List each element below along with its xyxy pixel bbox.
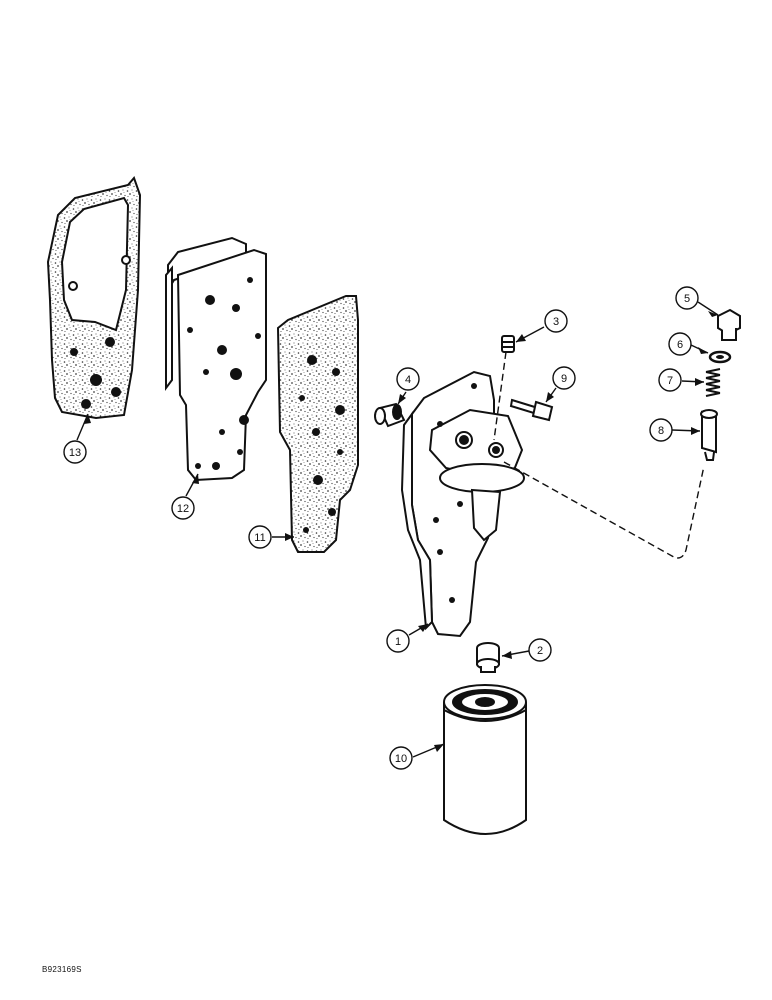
callout-badges: 13 12 11 1 2 10 4 3 [63,286,699,770]
washer-part-6 [708,350,732,364]
callout-5: 5 [675,286,699,310]
callout-3: 3 [544,309,568,333]
callout-1: 1 [386,629,410,653]
assembly-line-valve [503,461,705,559]
filter-head-1-neck [470,488,502,542]
svg-text:10: 10 [395,753,407,765]
callout-10: 10 [389,746,413,770]
figure-reference-code: B923169S [42,965,82,974]
assembly-lines [493,351,705,559]
gasket-13-window [60,196,130,332]
cap-plug-part-5 [717,308,741,341]
svg-text:11: 11 [254,532,265,544]
callout-11: 11 [248,525,272,549]
plug-part-3 [501,335,515,353]
callout-13: 13 [63,440,87,464]
cooler-core-12-side [165,265,173,391]
svg-text:2: 2 [537,645,543,657]
valve-part-4 [374,402,406,428]
cooler-core-part-12 [165,236,267,482]
callout-9: 9 [552,366,576,390]
svg-text:13: 13 [69,447,81,459]
callout-2: 2 [528,638,552,662]
spring-part-7 [705,368,721,397]
callout-12: 12 [171,496,195,520]
callouts [76,301,719,758]
callout-4: 4 [396,367,420,391]
nipple-part-2 [476,642,500,673]
gasket-part-13 [46,176,142,420]
assembly-line-plug [493,351,507,441]
oil-filter-10-body [443,702,527,835]
filter-head-1-mount [439,463,525,493]
svg-text:6: 6 [677,339,683,351]
filter-head-part-1 [400,370,525,638]
svg-text:9: 9 [561,373,567,385]
svg-text:8: 8 [658,425,664,437]
piston-part-8 [700,409,718,461]
callout-8: 8 [649,418,673,442]
callout-6: 6 [668,332,692,356]
svg-text:3: 3 [553,316,559,328]
gasket-11-outline [276,295,359,553]
svg-text:5: 5 [684,293,690,305]
filter-head-1-side [400,410,434,631]
oil-filter-part-10 [443,684,527,835]
callout-7: 7 [658,368,682,392]
bolt-part-9 [509,398,554,422]
cooler-core-12-face [176,248,267,482]
svg-text:7: 7 [667,375,673,387]
svg-text:12: 12 [177,503,189,515]
svg-text:4: 4 [405,374,411,386]
gasket-part-11 [276,295,359,553]
svg-text:1: 1 [395,636,401,648]
